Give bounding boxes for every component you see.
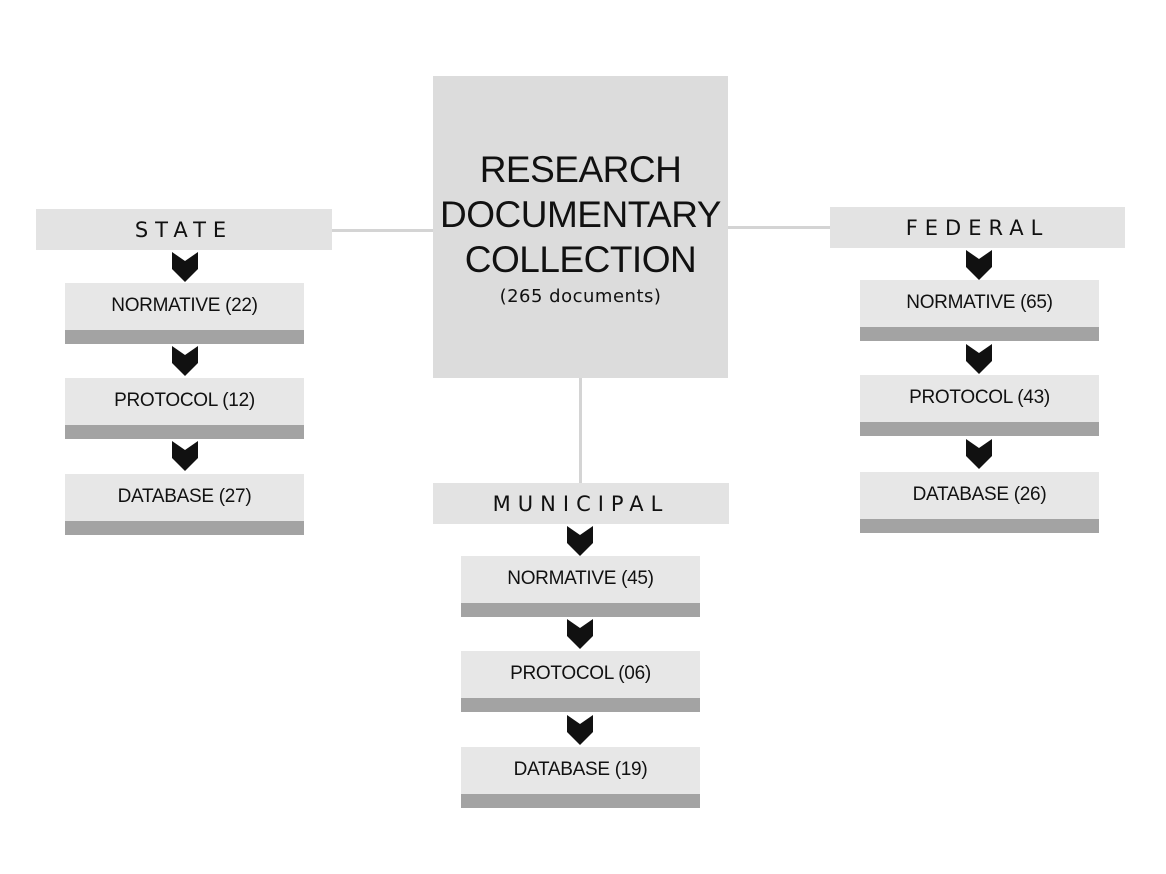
state-category-header: STATE [36,209,332,250]
federal-normative-box: NORMATIVE (65) [860,280,1099,341]
chevron-down-icon [567,715,593,745]
federal-database-label: DATABASE (26) [912,483,1047,505]
center-title-line-1: RESEARCH [479,149,682,190]
chevron-down-icon [172,441,198,471]
municipal-database-box: DATABASE (19) [461,747,700,808]
research-collection-box: RESEARCH DOCUMENTARY COLLECTION (265 doc… [433,76,728,378]
municipal-protocol-box: PROTOCOL (06) [461,651,700,712]
municipal-protocol-label: PROTOCOL (06) [510,662,651,684]
chevron-down-icon [966,439,992,469]
federal-category-header: FEDERAL [830,207,1125,248]
state-normative-box: NORMATIVE (22) [65,283,304,344]
chevron-down-icon [172,252,198,282]
center-title-line-2: DOCUMENTARY [440,194,721,235]
municipal-category-header: MUNICIPAL [433,483,729,524]
center-title-line-3: COLLECTION [464,239,697,280]
federal-protocol-label: PROTOCOL (43) [909,386,1050,408]
federal-protocol-box: PROTOCOL (43) [860,375,1099,436]
state-normative-label: NORMATIVE (22) [111,294,258,316]
chevron-down-icon [172,346,198,376]
connector-center-to-state [331,229,434,232]
connector-center-to-municipal [579,377,582,484]
chevron-down-icon [567,526,593,556]
state-category-label: STATE [134,217,234,242]
federal-category-label: FEDERAL [905,215,1050,240]
chevron-down-icon [567,619,593,649]
federal-database-box: DATABASE (26) [860,472,1099,533]
state-database-box: DATABASE (27) [65,474,304,535]
federal-normative-label: NORMATIVE (65) [906,291,1053,313]
state-protocol-box: PROTOCOL (12) [65,378,304,439]
chevron-down-icon [966,344,992,374]
chevron-down-icon [966,250,992,280]
state-protocol-label: PROTOCOL (12) [114,389,255,411]
center-document-count: (265 documents) [499,286,662,307]
state-database-label: DATABASE (27) [117,485,252,507]
municipal-normative-box: NORMATIVE (45) [461,556,700,617]
municipal-category-label: MUNICIPAL [492,491,670,516]
municipal-normative-label: NORMATIVE (45) [507,567,654,589]
municipal-database-label: DATABASE (19) [513,758,648,780]
connector-center-to-federal [727,226,831,229]
